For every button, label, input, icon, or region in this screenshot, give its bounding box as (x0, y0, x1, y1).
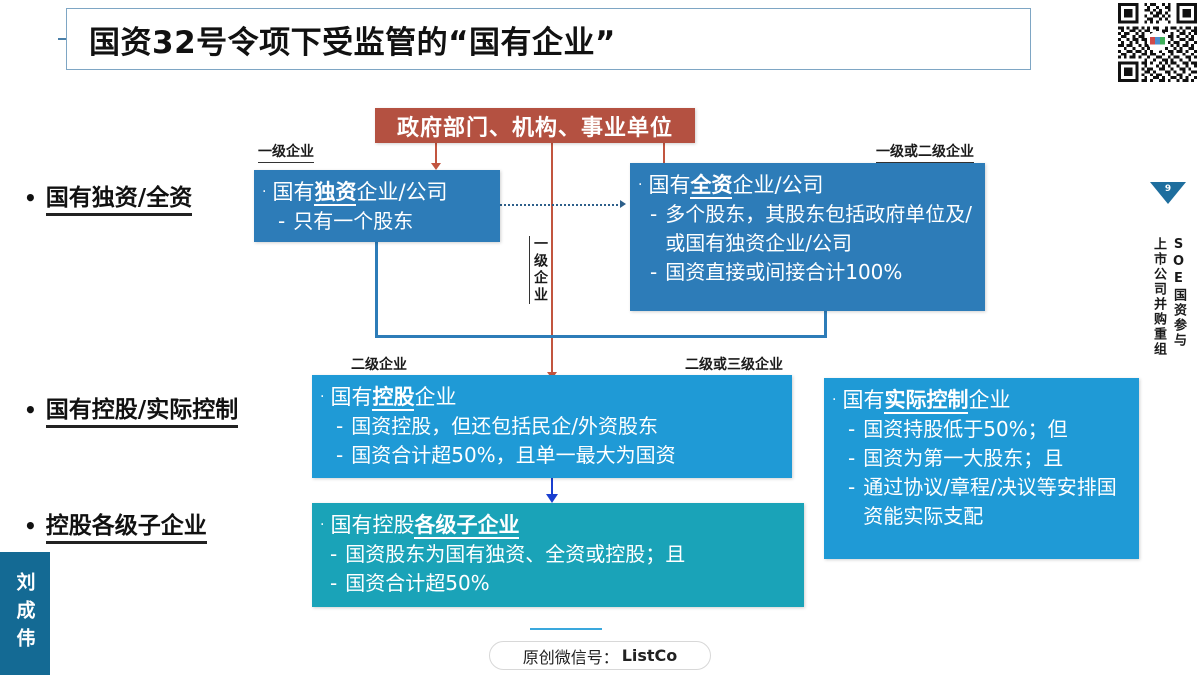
tier-label-level1-vertical: 一级企业 (529, 236, 550, 304)
author-watermark: 刘成伟 (0, 552, 50, 675)
connector-bracket-right-leg (824, 311, 827, 338)
title-part-highlight: 独资 (314, 180, 357, 206)
box-state-controlling-title: · 国有控股企业 (320, 382, 782, 412)
bullet-item-subsidiaries: • 控股各级子企业 (24, 513, 207, 544)
dash-icon: - (278, 209, 286, 233)
dash-icon: - (336, 443, 344, 467)
connector-sole-to-wholly-dotted (500, 204, 622, 206)
title-part-b: 企业/公司 (732, 173, 824, 197)
arrow-head-icon (620, 200, 626, 208)
box-bullet-icon: · (638, 177, 643, 193)
item-text: 国资合计超50%，且单一最大为国资 (351, 443, 676, 467)
dash-icon: - (336, 414, 344, 438)
box-state-controlling-item: - 国资控股，但还包括民企/外资股东 (320, 412, 782, 441)
bullet-dot-icon: • (24, 514, 37, 538)
dash-icon: - (848, 417, 856, 441)
dash-icon: - (330, 571, 338, 595)
title-part-highlight: 实际控制 (884, 388, 969, 414)
box-actual-control-item: - 国资为第一大股东；且 (832, 444, 1129, 473)
box-actual-control-item: - 通过协议/章程/决议等安排国资能实际支配 (832, 473, 1129, 531)
title-part-a: 国有 (648, 173, 691, 197)
tier-label-level2-or-3-right: 二级或三级企业 (685, 354, 783, 376)
box-state-controlling: · 国有控股企业 - 国资控股，但还包括民企/外资股东 - 国资合计超50%，且… (312, 375, 792, 478)
title-part-a: 国有控股 (330, 513, 415, 537)
box-government: 政府部门、机构、事业单位 (375, 108, 695, 143)
item-text: 只有一个股东 (293, 209, 414, 233)
title-part-b: 企业 (968, 388, 1011, 412)
footer-wechat-pill: 原创微信号： ListCo (489, 641, 711, 670)
box-bullet-icon: · (320, 389, 325, 405)
page-title: 国资32号令项下受监管的“国有企业” (89, 24, 616, 61)
dash-icon: - (848, 446, 856, 470)
item-text: 国资股东为国有独资、全资或控股；且 (345, 542, 686, 566)
box-actual-control-item: - 国资持股低于50%；但 (832, 415, 1129, 444)
sidebar-vertical-text-right: SOE国资参与 (1171, 237, 1186, 348)
connector-gov-to-wholly (663, 143, 665, 165)
connector-bracket-base (375, 335, 827, 338)
box-bullet-icon: · (832, 392, 837, 408)
footer-accent-line (530, 628, 602, 630)
item-text: 国资为第一大股东；且 (863, 446, 1064, 470)
connector-gov-to-controlling (551, 143, 553, 374)
box-subsidiaries: · 国有控股各级子企业 - 国资股东为国有独资、全资或控股；且 - 国资合计超5… (312, 503, 804, 607)
title-left-tick (58, 38, 70, 40)
box-subsidiaries-item: - 国资合计超50% (320, 569, 794, 598)
box-wholly-owned: · 国有全资企业/公司 - 多个股东，其股东包括政府单位及/或国有独资企业/公司… (630, 163, 985, 311)
box-government-title: 政府部门、机构、事业单位 (396, 115, 673, 141)
dash-icon: - (650, 260, 658, 284)
connector-controlling-to-subsidiaries (551, 478, 553, 498)
item-text: 国资合计超50% (345, 571, 490, 595)
dash-icon: - (848, 475, 856, 499)
tier-label-level1-or-2-right: 一级或二级企业 (876, 141, 974, 163)
box-sole-funded-item: - 只有一个股东 (262, 207, 490, 236)
box-sole-funded: · 国有独资企业/公司 - 只有一个股东 (254, 170, 500, 242)
sidebar-vertical-text-left: 上市公司并购重组 (1151, 237, 1166, 357)
box-actual-control: · 国有实际控制企业 - 国资持股低于50%；但 - 国资为第一大股东；且 - … (824, 378, 1139, 559)
title-bar: 国资32号令项下受监管的“国有企业” (66, 8, 1031, 70)
title-part-a: 国有 (330, 385, 373, 409)
footer-wechat-brand: ListCo (621, 646, 678, 665)
item-text: 国资控股，但还包括民企/外资股东 (351, 414, 658, 438)
title-part-highlight: 全资 (690, 173, 733, 199)
item-text: 国资持股低于50%；但 (863, 417, 1068, 441)
bullet-item-sole-wholly: • 国有独资/全资 (24, 185, 193, 216)
box-state-controlling-item: - 国资合计超50%，且单一最大为国资 (320, 441, 782, 470)
bullet-item-controlling: • 国有控股/实际控制 (24, 397, 239, 428)
box-bullet-icon: · (320, 517, 325, 533)
bullet-dot-icon: • (24, 398, 37, 422)
title-part-a: 国有 (842, 388, 885, 412)
dash-icon: - (330, 542, 338, 566)
title-part-b: 企业 (414, 385, 457, 409)
bullet-dot-icon: • (24, 186, 37, 210)
item-text: 通过协议/章程/决议等安排国资能实际支配 (863, 475, 1117, 528)
box-actual-control-title: · 国有实际控制企业 (832, 385, 1129, 415)
tier-label-level2-left: 二级企业 (351, 354, 407, 376)
title-part-highlight: 各级子企业 (414, 513, 520, 539)
item-text: 国资直接或间接合计100% (665, 260, 903, 284)
arrow-head-icon (431, 163, 441, 170)
arrow-head-icon (546, 494, 558, 503)
qr-code-icon (1115, 0, 1200, 85)
tier-label-level1-left: 一级企业 (258, 141, 314, 163)
bullet-label: 国有控股/实际控制 (45, 397, 239, 428)
box-subsidiaries-title: · 国有控股各级子企业 (320, 510, 794, 540)
box-sole-funded-title: · 国有独资企业/公司 (262, 177, 490, 207)
box-bullet-icon: · (262, 184, 267, 200)
box-wholly-owned-item: - 多个股东，其股东包括政府单位及/或国有独资企业/公司 (638, 200, 975, 258)
title-part-b: 企业/公司 (356, 180, 448, 204)
item-text: 多个股东，其股东包括政府单位及/或国有独资企业/公司 (665, 202, 972, 255)
box-wholly-owned-title: · 国有全资企业/公司 (638, 170, 975, 200)
box-wholly-owned-item: - 国资直接或间接合计100% (638, 258, 975, 287)
title-part-highlight: 控股 (372, 385, 415, 411)
bullet-label: 国有独资/全资 (45, 185, 193, 216)
title-part-a: 国有 (272, 180, 315, 204)
footer-wechat-prefix: 原创微信号： (522, 647, 619, 667)
page-number-badge: 9 (1150, 182, 1186, 204)
connector-gov-to-sole (435, 143, 437, 165)
box-subsidiaries-item: - 国资股东为国有独资、全资或控股；且 (320, 540, 794, 569)
dash-icon: - (650, 202, 658, 226)
connector-bracket-left-leg (375, 242, 378, 338)
bullet-label: 控股各级子企业 (45, 513, 207, 544)
